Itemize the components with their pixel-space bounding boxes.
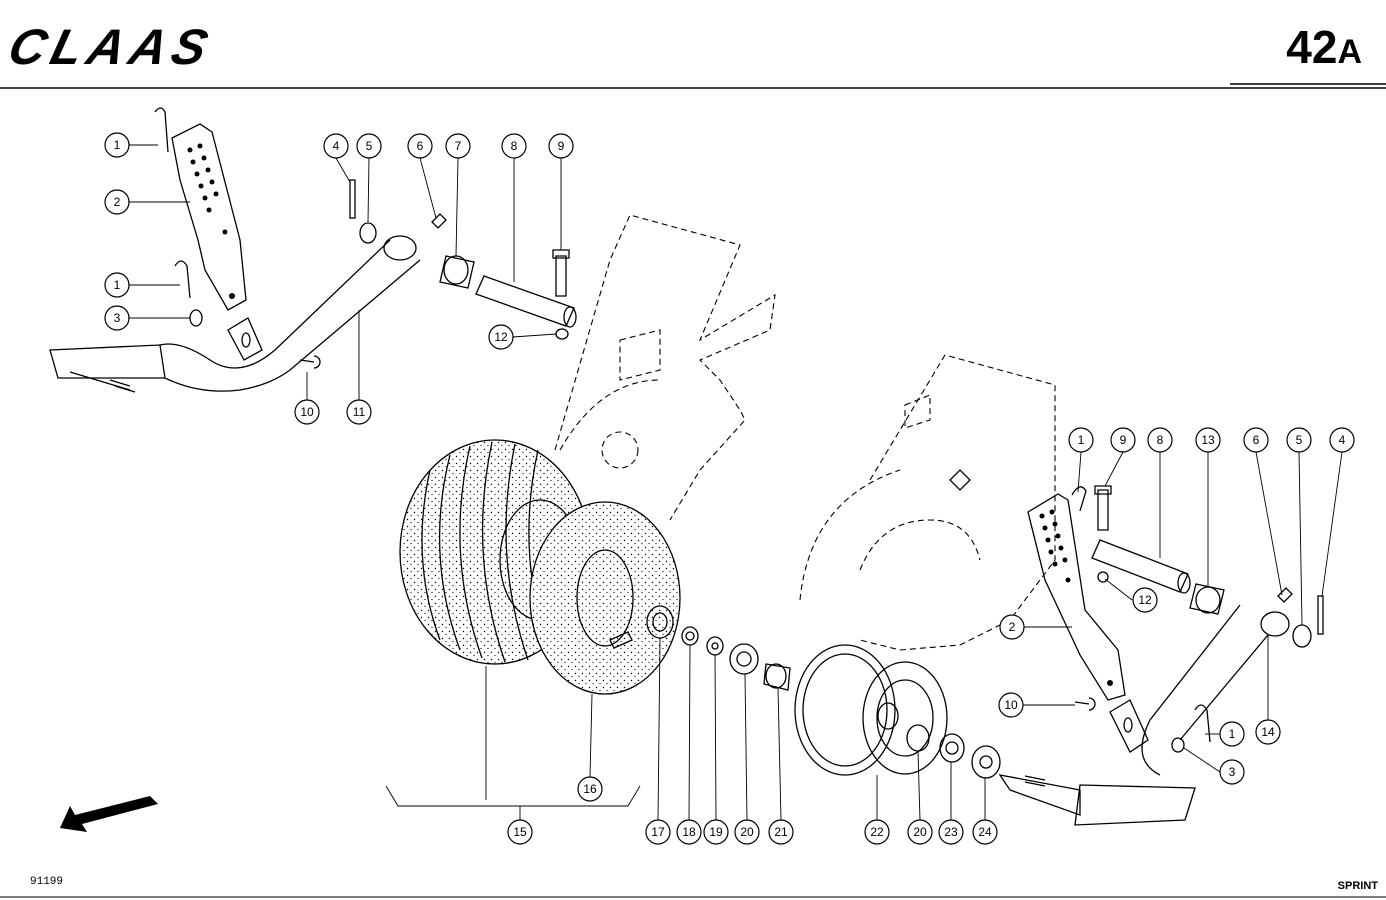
svg-text:13: 13: [1201, 433, 1215, 447]
callout-2: 2: [104, 189, 130, 215]
svg-text:17: 17: [651, 825, 665, 839]
svg-text:14: 14: [1261, 725, 1275, 739]
svg-text:20: 20: [913, 825, 927, 839]
model-name: SPRINT: [1337, 880, 1378, 892]
callout-14: 14: [1255, 719, 1281, 745]
svg-text:15: 15: [513, 825, 527, 839]
inner-tube: [529, 501, 681, 695]
callout-20: 20: [907, 819, 933, 845]
callout-1: 1: [1068, 427, 1094, 453]
svg-text:6: 6: [1253, 433, 1260, 447]
callout-10: 10: [294, 399, 320, 425]
svg-text:23: 23: [944, 825, 958, 839]
callout-9: 9: [548, 133, 574, 159]
page-number-suffix: A: [1337, 33, 1362, 71]
callout-3: 3: [1219, 759, 1245, 785]
callout-11: 11: [346, 399, 372, 425]
page-number-main: 42: [1286, 21, 1338, 73]
svg-text:1: 1: [114, 138, 121, 152]
leader-lines: [129, 144, 1343, 821]
frame-outline-left: [554, 214, 776, 521]
svg-text:11: 11: [353, 405, 366, 419]
page-number: 42A: [1286, 22, 1362, 77]
callout-7: 7: [445, 133, 471, 159]
callout-5: 5: [1286, 427, 1312, 453]
svg-text:12: 12: [494, 330, 508, 344]
svg-text:22: 22: [870, 825, 884, 839]
svg-text:6: 6: [417, 139, 424, 153]
svg-text:5: 5: [366, 139, 373, 153]
callout-5: 5: [356, 133, 382, 159]
callout-23: 23: [938, 819, 964, 845]
svg-text:8: 8: [1157, 433, 1164, 447]
svg-text:24: 24: [978, 825, 992, 839]
svg-text:21: 21: [774, 825, 788, 839]
svg-text:1: 1: [1229, 727, 1236, 741]
right-adjuster-assembly: [949, 469, 1324, 826]
callout-21: 21: [768, 819, 794, 845]
svg-text:18: 18: [682, 825, 696, 839]
svg-text:2: 2: [1009, 620, 1016, 634]
svg-text:7: 7: [455, 139, 462, 153]
callout-8: 8: [1147, 427, 1173, 453]
callout-4: 4: [1329, 427, 1355, 453]
callout-1: 1: [1219, 721, 1245, 747]
callout-8: 8: [501, 133, 527, 159]
callout-3: 3: [104, 305, 130, 331]
callout-6: 6: [407, 133, 433, 159]
svg-text:4: 4: [333, 139, 340, 153]
svg-text:2: 2: [114, 195, 121, 209]
direction-arrow-icon: [60, 796, 158, 832]
callout-1: 1: [104, 272, 130, 298]
header-rules: [0, 83, 1386, 898]
svg-text:20: 20: [740, 825, 754, 839]
svg-text:1: 1: [114, 278, 121, 292]
svg-text:16: 16: [583, 782, 597, 796]
svg-text:10: 10: [1004, 698, 1018, 712]
svg-text:12: 12: [1138, 593, 1152, 607]
callout-9: 9: [1110, 427, 1136, 453]
callout-1: 1: [104, 132, 130, 158]
callout-22: 22: [864, 819, 890, 845]
callout-4: 4: [323, 133, 349, 159]
svg-text:9: 9: [1120, 433, 1127, 447]
svg-text:4: 4: [1339, 433, 1346, 447]
callout-16: 16: [577, 776, 603, 802]
callout-15: 15: [507, 819, 533, 845]
callout-12: 12: [1132, 587, 1158, 613]
svg-text:5: 5: [1296, 433, 1303, 447]
callout-13: 13: [1195, 427, 1221, 453]
callout-2: 2: [999, 614, 1025, 640]
callout-19: 19: [703, 819, 729, 845]
svg-text:19: 19: [709, 825, 723, 839]
wheel-rim: [794, 644, 1001, 779]
svg-text:10: 10: [300, 405, 314, 419]
callout-12: 12: [488, 324, 514, 350]
svg-text:9: 9: [558, 139, 565, 153]
svg-text:3: 3: [1229, 765, 1236, 779]
callout-20: 20: [734, 819, 760, 845]
callout-10: 10: [998, 692, 1024, 718]
callout-18: 18: [676, 819, 702, 845]
svg-text:8: 8: [511, 139, 518, 153]
frame-outline-right: [799, 354, 1056, 651]
drawing-number: 91199: [30, 876, 64, 888]
callout-17: 17: [645, 819, 671, 845]
svg-text:1: 1: [1078, 433, 1085, 447]
svg-text:3: 3: [114, 311, 121, 325]
callout-group: 1 2 1 3 10 11 4 5 6 7 8 9 12 1 9 8 13 6 …: [104, 132, 1355, 845]
callout-6: 6: [1243, 427, 1269, 453]
left-adjuster-assembly: [49, 107, 577, 393]
callout-24: 24: [972, 819, 998, 845]
